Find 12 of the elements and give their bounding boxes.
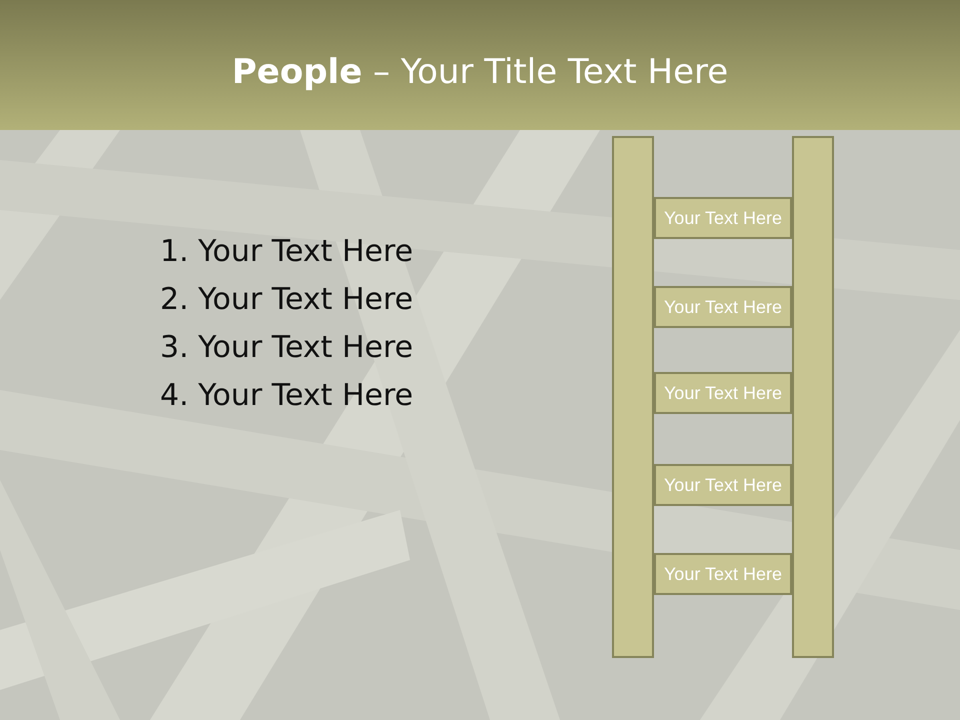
ladder-rail [792, 136, 834, 658]
ladder-rung: Your Text Here [654, 372, 792, 414]
list-item: 3. Your Text Here [160, 330, 414, 365]
slide-title: People – Your Title Text Here [230, 52, 730, 92]
ladder-rail [612, 136, 654, 658]
ladder-rung: Your Text Here [654, 286, 792, 328]
list-item: 1. Your Text Here [160, 234, 414, 269]
ladder-rung: Your Text Here [654, 464, 792, 506]
list-item: 2. Your Text Here [160, 282, 414, 317]
ladder-rung: Your Text Here [654, 197, 792, 239]
ladder-rung: Your Text Here [654, 553, 792, 595]
list-item: 4. Your Text Here [160, 378, 414, 413]
